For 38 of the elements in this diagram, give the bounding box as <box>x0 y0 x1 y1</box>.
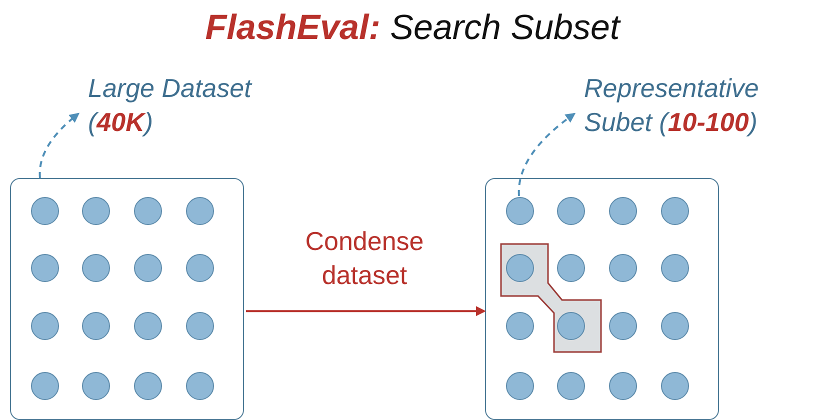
data-point <box>506 197 534 225</box>
data-point <box>186 254 214 282</box>
callout-label: Large Dataset (40K) <box>88 72 288 140</box>
data-point <box>82 197 110 225</box>
data-point <box>31 254 59 282</box>
dataset-panel <box>485 178 719 420</box>
data-point <box>31 312 59 340</box>
data-point <box>506 312 534 340</box>
data-point <box>609 312 637 340</box>
data-point <box>557 254 585 282</box>
dashed-arrow <box>518 112 576 196</box>
data-point <box>609 254 637 282</box>
data-point <box>661 254 689 282</box>
arrow <box>246 306 486 316</box>
data-point <box>557 372 585 400</box>
data-point <box>134 197 162 225</box>
data-point <box>557 197 585 225</box>
data-point <box>661 197 689 225</box>
data-point <box>31 372 59 400</box>
data-point <box>134 372 162 400</box>
data-point <box>186 197 214 225</box>
data-point <box>134 312 162 340</box>
data-point <box>186 312 214 340</box>
data-point <box>82 372 110 400</box>
dataset-panel <box>10 178 244 420</box>
data-point <box>661 312 689 340</box>
data-point <box>661 372 689 400</box>
title: FlashEval: Search Subset <box>204 8 622 48</box>
data-point <box>186 372 214 400</box>
data-point <box>609 372 637 400</box>
data-point <box>609 197 637 225</box>
dashed-arrow <box>38 112 80 178</box>
data-point <box>506 372 534 400</box>
data-point <box>82 312 110 340</box>
data-point <box>82 254 110 282</box>
data-point <box>31 197 59 225</box>
data-point <box>134 254 162 282</box>
callout-label: Representative Subet (10-100) <box>584 72 820 140</box>
